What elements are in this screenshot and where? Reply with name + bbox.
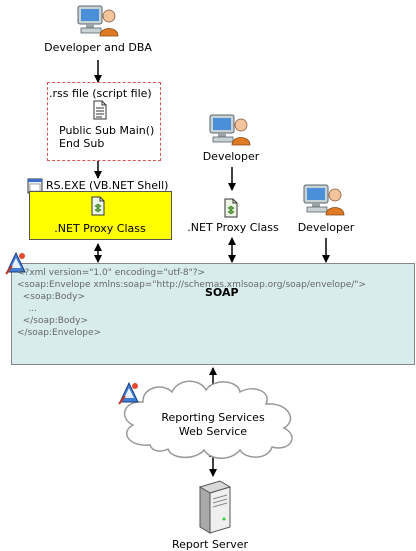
developer-dba-label: Developer and DBA xyxy=(44,41,152,54)
rs-exe-label: RS.EXE (VB.NET Shell) xyxy=(46,179,169,192)
user-computer-icon xyxy=(77,5,119,37)
server-icon xyxy=(198,480,232,534)
web-service-line-1: Reporting Services xyxy=(161,411,265,424)
xml-line-1: <?xml version="1.0" encoding="utf-8"?> xyxy=(17,268,206,278)
proxy-class-mid-label: .NET Proxy Class xyxy=(187,221,279,234)
soap-title: SOAP xyxy=(205,286,239,299)
soap-tool-icon xyxy=(5,251,26,275)
code-document-icon xyxy=(224,198,238,218)
proxy-class-left-label: .NET Proxy Class xyxy=(54,222,146,235)
rss-file-label: .rss file (script file) xyxy=(49,87,152,100)
developer-right-label: Developer xyxy=(297,221,355,234)
developer-mid-label: Developer xyxy=(202,150,260,163)
xml-line-6: </soap:Envelope> xyxy=(17,328,102,338)
xml-line-3: <soap:Body> xyxy=(17,292,85,302)
soap-tool-icon xyxy=(118,381,139,405)
script-line-1: Public Sub Main() xyxy=(59,124,155,137)
xml-line-5: </soap:Body> xyxy=(17,316,89,326)
web-service-line-2: Web Service xyxy=(178,425,248,438)
document-icon xyxy=(93,100,107,120)
xml-line-4: ... xyxy=(17,304,38,314)
script-line-2: End Sub xyxy=(59,137,105,150)
cloud-icon xyxy=(123,380,293,459)
rss-script-box xyxy=(47,82,161,161)
user-computer-icon xyxy=(209,114,251,146)
user-computer-icon xyxy=(303,184,345,216)
report-server-label: Report Server xyxy=(171,538,249,551)
code-document-icon xyxy=(91,196,105,216)
xml-line-2: <soap:Envelope xmlns:soap="http://schema… xyxy=(17,280,366,290)
soap-message-box xyxy=(11,263,415,365)
